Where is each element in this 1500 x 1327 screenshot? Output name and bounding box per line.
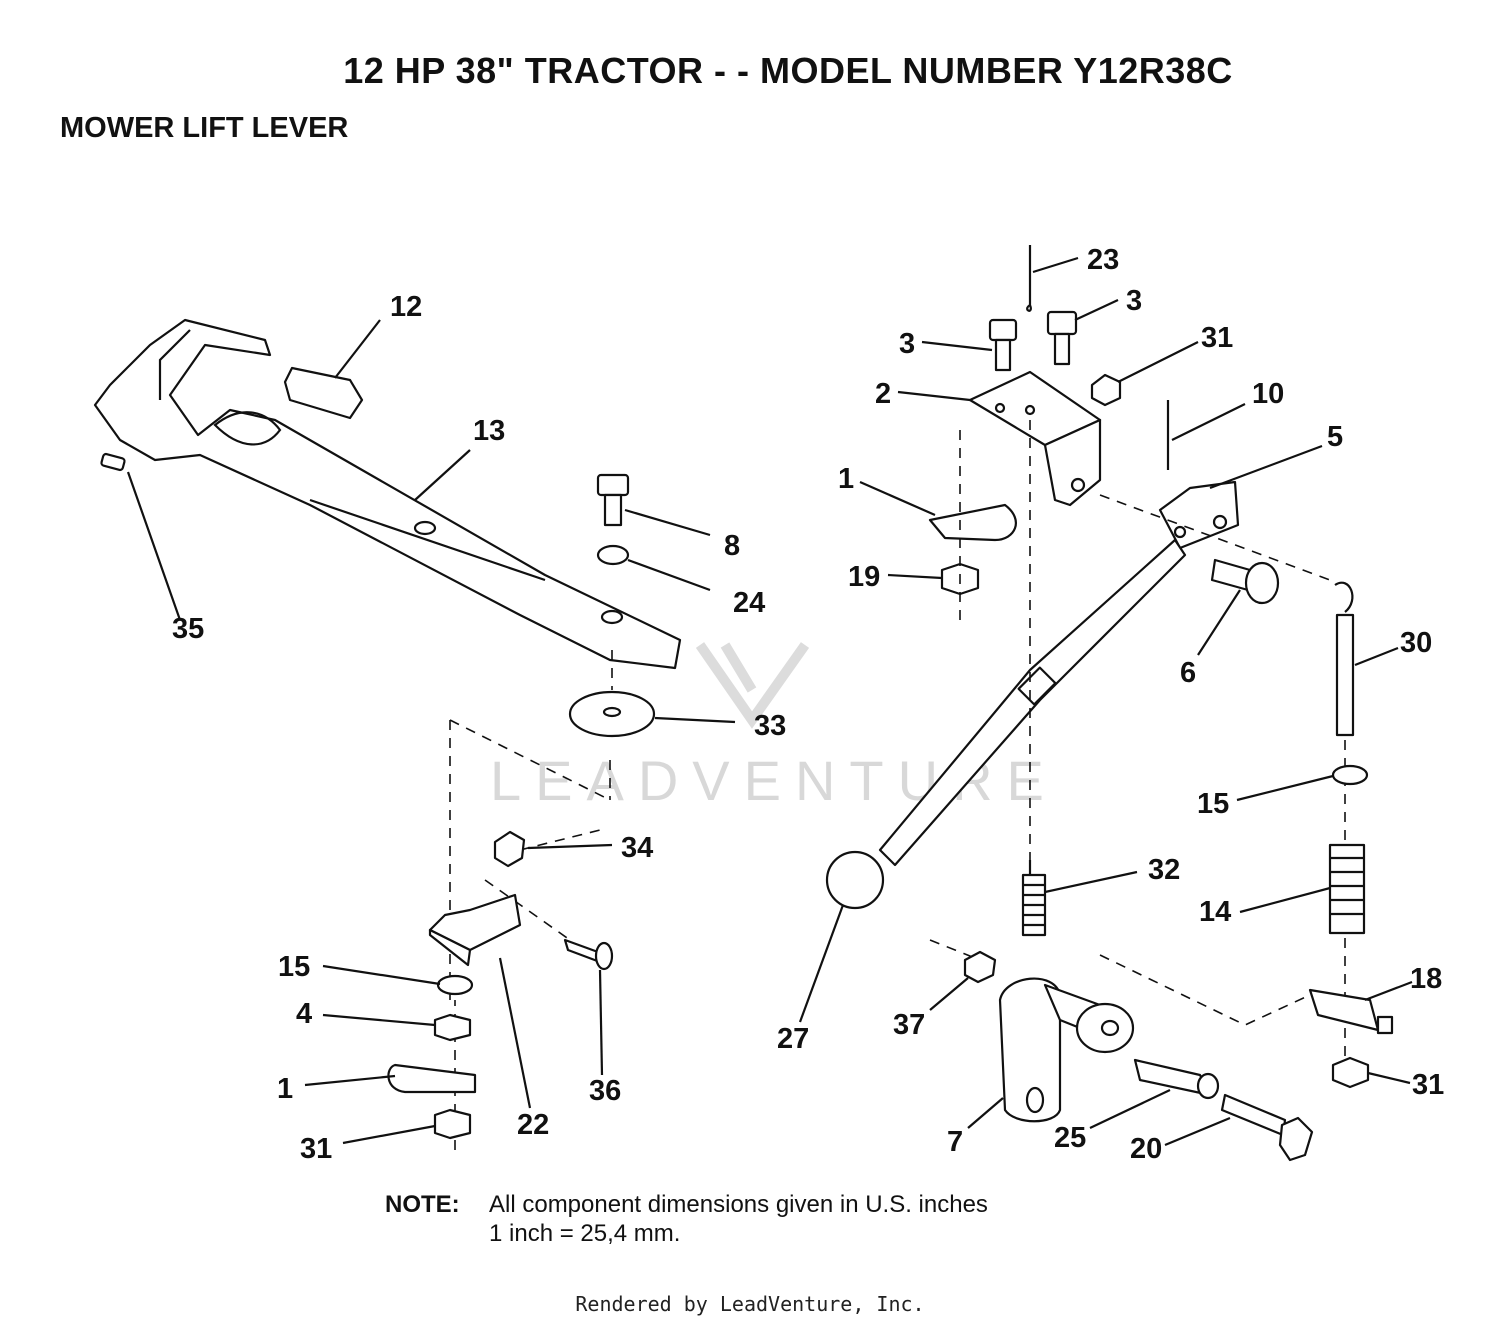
render-credit: Rendered by LeadVenture, Inc. bbox=[575, 1292, 925, 1316]
spring-14 bbox=[1328, 843, 1366, 935]
callout-8: 8 bbox=[724, 530, 740, 562]
callout-14: 14 bbox=[1199, 896, 1231, 928]
callout-27: 27 bbox=[777, 1023, 809, 1055]
callout-35: 35 bbox=[172, 613, 204, 645]
nut-31-top bbox=[1090, 373, 1122, 407]
callout-32: 32 bbox=[1148, 854, 1180, 886]
bolt-3-right bbox=[1046, 310, 1078, 366]
callout-31-right: 31 bbox=[1412, 1069, 1444, 1101]
nut-4 bbox=[433, 1013, 472, 1042]
note-line-1: All component dimensions given in U.S. i… bbox=[489, 1191, 988, 1218]
leader-lines bbox=[126, 256, 1413, 1147]
sleeve-25 bbox=[1133, 1058, 1220, 1100]
bolt-8 bbox=[596, 473, 630, 527]
callout-22: 22 bbox=[517, 1109, 549, 1141]
pin-35 bbox=[100, 452, 126, 472]
pin-18 bbox=[1308, 988, 1394, 1035]
diagram-title: 12 HP 38" TRACTOR - - MODEL NUMBER Y12R3… bbox=[343, 50, 1233, 91]
callout-7: 7 bbox=[947, 1126, 963, 1158]
spring-32 bbox=[1021, 860, 1047, 937]
bracket-2 bbox=[968, 370, 1102, 507]
nut-34 bbox=[493, 830, 526, 868]
clip-1-right bbox=[928, 503, 1017, 542]
callout-23: 23 bbox=[1087, 244, 1119, 276]
callout-37: 37 bbox=[893, 1009, 925, 1041]
callout-31-top: 31 bbox=[1201, 322, 1233, 354]
callout-10: 10 bbox=[1252, 378, 1284, 410]
parts-diagram: LEADVENTURE bbox=[93, 244, 1444, 1165]
callout-12: 12 bbox=[390, 291, 422, 323]
callout-13: 13 bbox=[473, 415, 505, 447]
nut-37 bbox=[963, 950, 997, 984]
diagram-subtitle: MOWER LIFT LEVER bbox=[60, 112, 349, 144]
callout-1-left: 1 bbox=[277, 1073, 293, 1105]
callout-6: 6 bbox=[1180, 657, 1196, 689]
bolt-3-left bbox=[988, 318, 1018, 372]
callout-31-left: 31 bbox=[300, 1133, 332, 1165]
clip-1-left bbox=[387, 1063, 477, 1094]
lift-plate bbox=[93, 318, 682, 670]
callout-3-left: 3 bbox=[899, 328, 915, 360]
washer-24 bbox=[596, 544, 630, 566]
bracket-22 bbox=[428, 893, 522, 967]
washer-15-left bbox=[436, 974, 474, 996]
callout-36: 36 bbox=[589, 1075, 621, 1107]
callout-34: 34 bbox=[621, 832, 653, 864]
callout-33: 33 bbox=[754, 710, 786, 742]
bolt-20 bbox=[1220, 1093, 1314, 1162]
callout-30: 30 bbox=[1400, 627, 1432, 659]
callout-20: 20 bbox=[1130, 1133, 1162, 1165]
rod-30 bbox=[1334, 581, 1355, 737]
note-line-2: 1 inch = 25,4 mm. bbox=[489, 1220, 681, 1247]
callout-18: 18 bbox=[1410, 963, 1442, 995]
washer-15-right bbox=[1331, 764, 1369, 786]
lift-arm-7 bbox=[998, 977, 1135, 1123]
note-label: NOTE: bbox=[385, 1191, 460, 1218]
callout-24: 24 bbox=[733, 587, 765, 619]
callout-3-right: 3 bbox=[1126, 285, 1142, 317]
cotter-pin-23 bbox=[1026, 245, 1032, 312]
callout-4: 4 bbox=[296, 998, 312, 1030]
knob-27 bbox=[825, 850, 885, 910]
grip-pad bbox=[283, 366, 364, 420]
callout-19: 19 bbox=[848, 561, 880, 593]
dimensions-note: NOTE: All component dimensions given in U… bbox=[385, 1190, 988, 1248]
nut-31-right bbox=[1331, 1056, 1370, 1089]
callout-5: 5 bbox=[1327, 421, 1343, 453]
nut-31-left bbox=[433, 1108, 472, 1140]
callout-1-right: 1 bbox=[838, 463, 854, 495]
callout-15-left: 15 bbox=[278, 951, 310, 983]
callout-15-right: 15 bbox=[1197, 788, 1229, 820]
watermark-logo bbox=[695, 642, 810, 729]
bolt-36 bbox=[563, 938, 614, 971]
bolt-6 bbox=[1210, 558, 1280, 605]
washer-33 bbox=[568, 690, 656, 738]
callout-2: 2 bbox=[875, 378, 891, 410]
callout-25: 25 bbox=[1054, 1122, 1086, 1154]
note-text: All component dimensions given in U.S. i… bbox=[489, 1190, 988, 1248]
lift-lever-5 bbox=[878, 480, 1240, 867]
